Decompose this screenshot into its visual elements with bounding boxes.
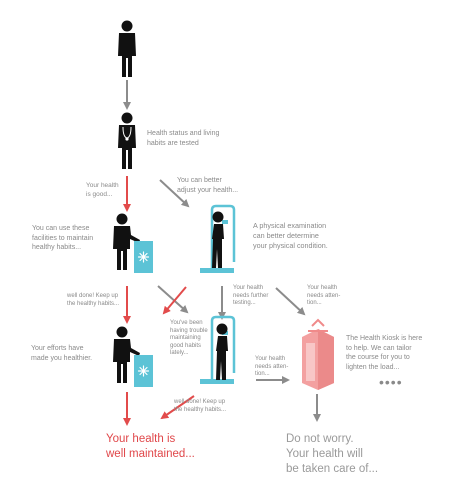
label-well-done-2: well done! Keep up the healthy habits... bbox=[174, 399, 227, 413]
label-your-health-good: Your health is good... bbox=[86, 182, 119, 198]
label-kiosk-help: The Health Kiosk is here to help. We can… bbox=[346, 335, 423, 371]
arrow-adjust-diagonal bbox=[159, 179, 190, 208]
label-needs-attention-top: Your health needs atten- tion... bbox=[307, 285, 341, 306]
arrow-crossed-gray bbox=[157, 285, 189, 314]
label-efforts-healthier: Your efforts have made you healthier. bbox=[31, 345, 93, 362]
label-well-done-1: well done! Keep up the healthy habits... bbox=[67, 293, 120, 307]
label-use-facilities: You can use these facilities to maintain… bbox=[32, 225, 94, 251]
label-needs-attention-mid: Your health needs atten- tion... bbox=[255, 356, 289, 377]
label-trouble-maintaining: You've been having trouble maintaining g… bbox=[170, 320, 208, 356]
ellipsis-dots: •••• bbox=[379, 374, 403, 390]
person-start-icon bbox=[118, 20, 136, 77]
label-better-adjust: You can better adjust your health... bbox=[177, 177, 239, 194]
label-physical-exam: A physical examination can better determ… bbox=[253, 221, 328, 250]
arrow-to-kiosk-diagonal bbox=[275, 287, 306, 316]
facility-box-icon bbox=[133, 240, 154, 274]
facility-box-2-icon bbox=[133, 354, 154, 388]
label-further-testing: Your health needs further testing... bbox=[233, 285, 269, 306]
person-exam-2-icon bbox=[216, 323, 228, 380]
person-stethoscope-icon bbox=[122, 126, 132, 141]
health-kiosk-icon bbox=[302, 318, 334, 390]
outcome-taken-care: Do not worry. Your health will be taken … bbox=[286, 433, 379, 475]
arrow-exam-to-maintained bbox=[160, 395, 195, 420]
outcome-maintained: Your health is well maintained... bbox=[106, 433, 195, 460]
person-tested-icon bbox=[118, 112, 136, 169]
label-health-tested: Health status and living habits are test… bbox=[147, 130, 220, 147]
person-exam-icon bbox=[212, 211, 224, 268]
arrow-crossed-red bbox=[162, 286, 187, 315]
